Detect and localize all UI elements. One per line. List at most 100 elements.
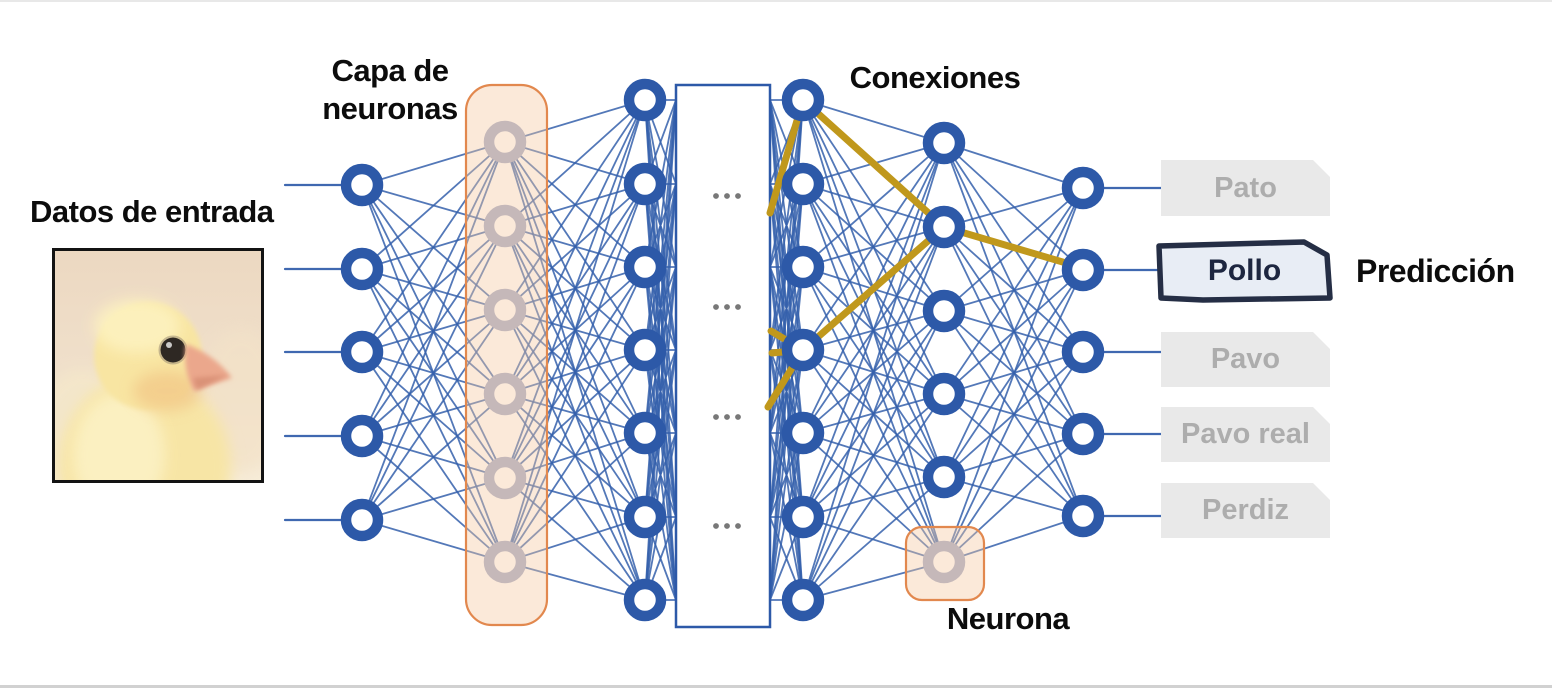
neuron	[922, 121, 966, 165]
connection-line	[504, 99, 646, 395]
output-label-pollo: Pollo	[1155, 239, 1334, 303]
ellipsis-dot	[724, 304, 730, 310]
connection-line	[504, 99, 646, 311]
neuron	[1061, 330, 1105, 374]
neuron	[922, 289, 966, 333]
ellipsis-dot	[713, 414, 719, 420]
neuron	[922, 205, 966, 249]
neuron	[623, 162, 667, 206]
prediction-title: Predicción	[1356, 253, 1515, 289]
neuron	[922, 540, 966, 584]
connection-line	[504, 99, 646, 227]
neuron	[1061, 248, 1105, 292]
neuron	[340, 414, 384, 458]
highlighted-connection	[799, 96, 948, 231]
connection-line	[504, 432, 646, 563]
output-label-text: Perdiz	[1201, 494, 1290, 526]
connection-line	[802, 310, 945, 601]
connection-line	[802, 142, 945, 601]
ellipsis-dot	[735, 193, 741, 199]
neuron	[483, 204, 527, 248]
output-label-pavo-real: Pavo real	[1161, 407, 1330, 462]
chick-illustration	[55, 251, 261, 480]
chick-eye	[160, 337, 186, 363]
ellipsis-dot	[735, 523, 741, 529]
connection-line	[943, 187, 1084, 563]
connection-line	[361, 393, 506, 521]
connection-line	[504, 516, 646, 563]
output-label-pavo: Pavo	[1161, 332, 1330, 387]
selected-label-frame	[1156, 239, 1333, 303]
connection-line	[943, 269, 1084, 563]
connection-line	[361, 309, 506, 521]
connection-line	[769, 99, 804, 351]
connection-line	[361, 519, 506, 563]
connection-line	[802, 226, 945, 601]
connection-line	[943, 476, 1084, 517]
connection-line	[644, 349, 677, 601]
neuron	[781, 495, 825, 539]
ellipsis-dot	[735, 304, 741, 310]
ellipsis-dot	[713, 193, 719, 199]
connection-line	[802, 561, 945, 601]
neuron	[623, 78, 667, 122]
output-label-perdiz: Perdiz	[1161, 483, 1330, 538]
connection-line	[361, 225, 506, 521]
neuron	[623, 578, 667, 622]
neuron	[781, 162, 825, 206]
neuron	[340, 247, 384, 291]
neuron	[483, 540, 527, 584]
connection-line	[361, 141, 506, 521]
ellipsis-dot	[713, 523, 719, 529]
neuron	[623, 328, 667, 372]
ellipsis-dot	[713, 304, 719, 310]
neuron	[922, 372, 966, 416]
output-label-pato: Pato	[1161, 160, 1330, 216]
connection-line	[361, 141, 506, 353]
neuron	[1061, 412, 1105, 456]
connection-line	[943, 515, 1084, 563]
neuron	[781, 245, 825, 289]
highlighted-connection	[940, 223, 1087, 272]
connection-line	[644, 99, 677, 351]
neuron	[340, 498, 384, 542]
neuron	[922, 455, 966, 499]
connection-line	[504, 99, 646, 563]
hidden-layers-box	[674, 83, 772, 629]
neuron	[623, 495, 667, 539]
neuron	[623, 245, 667, 289]
neuron	[340, 330, 384, 374]
neuron	[340, 163, 384, 207]
connections-title: Conexiones	[849, 60, 1021, 95]
connection-line	[802, 142, 945, 351]
connection-line	[361, 477, 506, 521]
connection-line	[802, 393, 945, 601]
neuron	[483, 372, 527, 416]
input-image-chick	[52, 248, 264, 483]
connection-line	[504, 99, 646, 479]
ellipsis-dot	[724, 523, 730, 529]
connection-line	[504, 349, 646, 563]
neuron	[483, 456, 527, 500]
connection-line	[802, 99, 945, 144]
neuron	[781, 411, 825, 455]
neuron	[1061, 494, 1105, 538]
connection-line	[361, 141, 506, 437]
layer-highlight-rect	[464, 83, 549, 627]
neuron	[483, 288, 527, 332]
output-label-text: Pollo	[1207, 254, 1282, 287]
ellipsis-dot	[735, 414, 741, 420]
connection-line	[504, 99, 646, 143]
neuron-highlight-rect	[904, 525, 986, 602]
connection-line	[802, 476, 945, 601]
connection-line	[943, 187, 1084, 228]
neuron	[781, 328, 825, 372]
neuron	[1061, 166, 1105, 210]
highlighted-connection	[799, 223, 948, 354]
neuron	[483, 120, 527, 164]
neuron	[781, 78, 825, 122]
output-label-text: Pavo	[1210, 343, 1281, 375]
connection-line	[504, 183, 646, 563]
